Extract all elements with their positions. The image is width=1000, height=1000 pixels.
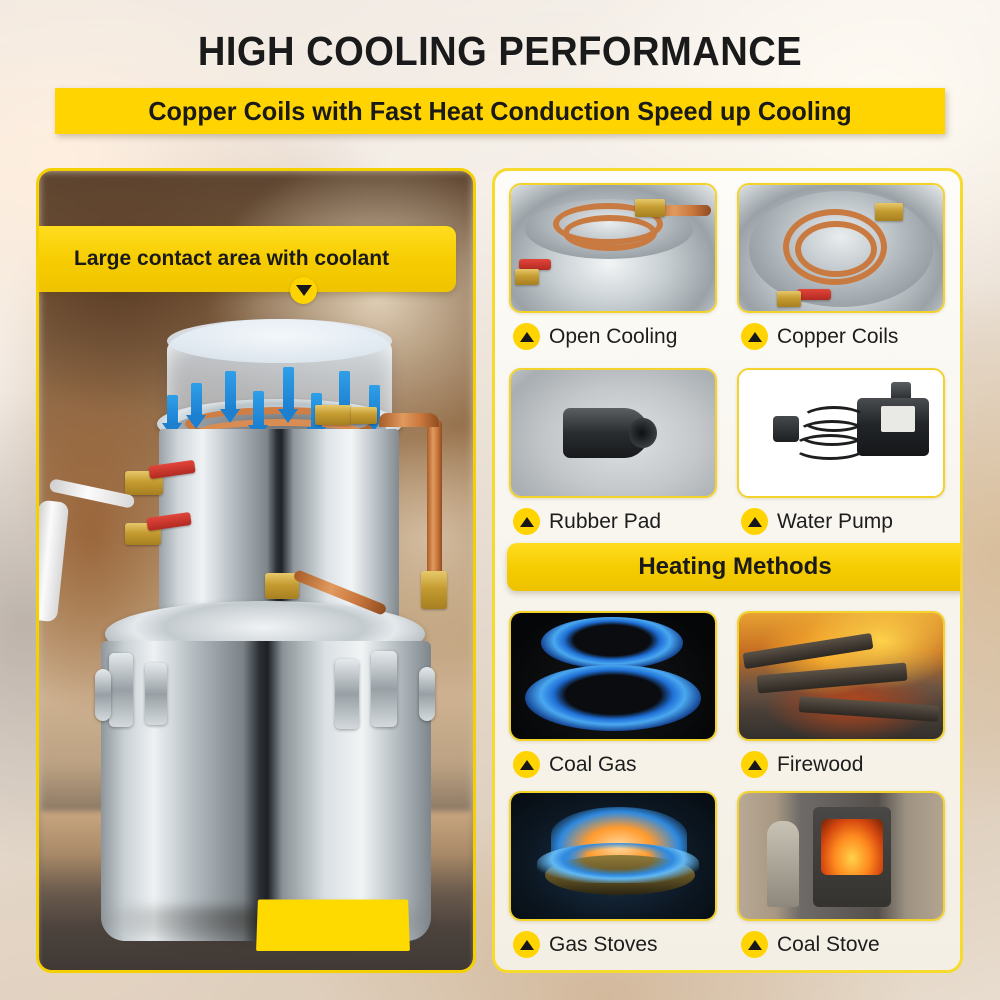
coolant-flow-arrow-icon [248, 391, 268, 439]
triangle-up-glyph [747, 939, 762, 950]
pump-outlet-nozzle [891, 382, 911, 402]
triangle-down-badge-icon [290, 277, 317, 304]
heating-card-gas-stoves[interactable]: Gas Stoves [509, 791, 717, 958]
triangle-up-glyph [747, 331, 762, 342]
coolant-cylinder-top [167, 319, 392, 363]
side-handle-icon [95, 669, 111, 721]
feature-label: Water Pump [777, 509, 893, 533]
feature-label: Rubber Pad [549, 509, 662, 533]
lid-clamp-icon [145, 663, 167, 725]
heating-caption-gas-stoves: Gas Stoves [509, 931, 717, 958]
copper-coil-icon [563, 215, 657, 251]
triangle-down-glyph [295, 285, 312, 296]
feature-caption-copper-coils: Copper Coils [737, 323, 945, 350]
triangle-up-glyph [519, 759, 534, 770]
triangle-up-badge-icon [741, 323, 768, 350]
copper-coil-icon [795, 221, 877, 277]
red-valve-handle-icon [797, 289, 831, 300]
brass-valve-body-icon [515, 269, 539, 285]
triangle-up-badge-icon [513, 931, 540, 958]
feature-caption-water-pump: Water Pump [737, 508, 945, 535]
rubber-pad-opening [629, 418, 657, 448]
blue-flame-ring-icon [525, 665, 701, 731]
coolant-flow-arrow-icon [220, 371, 240, 423]
features-panel: Open Cooling Copper Coils [492, 168, 963, 973]
feature-card-copper-coils[interactable]: Copper Coils [737, 183, 945, 350]
brass-fitting-icon [635, 199, 665, 217]
copper-outlet-tube [649, 205, 711, 216]
heating-thumb-coal-stove [737, 791, 945, 921]
feature-card-rubber-pad[interactable]: Rubber Pad [509, 368, 717, 535]
feature-label: Open Cooling [549, 324, 678, 348]
triangle-up-badge-icon [741, 751, 768, 778]
lid-clamp-icon [335, 659, 359, 729]
brass-union-icon [421, 571, 447, 609]
brass-fitting-icon [351, 407, 377, 424]
power-cord-icon [793, 434, 867, 460]
triangle-up-badge-icon [741, 931, 768, 958]
heating-card-coal-stove[interactable]: Coal Stove [737, 791, 945, 958]
triangle-up-badge-icon [513, 751, 540, 778]
heating-caption-coal-gas: Coal Gas [509, 751, 717, 778]
heating-methods-title: Heating Methods [638, 553, 832, 580]
heating-thumb-coal-gas [509, 611, 717, 741]
feature-thumb-copper-coils [737, 183, 945, 313]
page-title: HIGH COOLING PERFORMANCE [197, 28, 803, 74]
subtitle-text: Copper Coils with Fast Heat Conduction S… [148, 95, 852, 126]
heating-label: Coal Gas [549, 752, 637, 776]
feature-thumb-water-pump [737, 368, 945, 498]
triangle-up-badge-icon [741, 508, 768, 535]
lid-clamp-icon [371, 651, 397, 727]
feature-card-open-cooling[interactable]: Open Cooling [509, 183, 717, 350]
heating-caption-firewood: Firewood [737, 751, 945, 778]
triangle-up-glyph [747, 516, 762, 527]
heating-caption-coal-stove: Coal Stove [737, 931, 945, 958]
feature-label: Copper Coils [777, 324, 899, 348]
heating-label: Firewood [777, 752, 864, 776]
heating-label: Gas Stoves [549, 932, 658, 956]
coolant-flow-arrow-icon [162, 395, 182, 437]
brass-fitting-icon [875, 203, 903, 221]
lid-clamp-icon [109, 653, 133, 727]
coolant-flow-arrow-icon [186, 383, 206, 429]
coolant-callout-label: Large contact area with coolant [74, 247, 390, 270]
triangle-up-glyph [519, 331, 534, 342]
heating-label: Coal Stove [777, 932, 880, 956]
brass-valve-body-icon [777, 291, 801, 307]
feature-caption-open-cooling: Open Cooling [509, 323, 717, 350]
brass-fitting-icon [315, 405, 351, 425]
product-hero-panel: Large contact area with coolant [36, 168, 476, 973]
coolant-flow-arrow-icon [278, 367, 298, 423]
heating-card-coal-gas[interactable]: Coal Gas [509, 611, 717, 778]
triangle-up-glyph [519, 516, 534, 527]
stove-pipe-icon [767, 821, 799, 907]
side-handle-icon [419, 667, 435, 721]
subtitle-banner: Copper Coils with Fast Heat Conduction S… [55, 88, 945, 134]
triangle-up-glyph [519, 939, 534, 950]
stove-fire-icon [821, 819, 883, 875]
heating-card-firewood[interactable]: Firewood [737, 611, 945, 778]
feature-caption-rubber-pad: Rubber Pad [509, 508, 717, 535]
pump-spec-label [881, 406, 915, 432]
power-plug-icon [773, 416, 799, 442]
heating-thumb-firewood [737, 611, 945, 741]
copper-elbow-tube [379, 413, 439, 427]
product-label-patch [256, 899, 410, 952]
copper-coil-icon [783, 209, 887, 285]
triangle-up-glyph [747, 759, 762, 770]
coolant-callout-banner: Large contact area with coolant [39, 226, 456, 292]
feature-thumb-rubber-pad [509, 368, 717, 498]
blue-flame-ring-icon [537, 843, 699, 883]
product-scene [39, 171, 473, 970]
copper-riser-tube [427, 419, 442, 609]
feature-thumb-open-cooling [509, 183, 717, 313]
heating-methods-banner: Heating Methods [507, 543, 960, 591]
red-valve-handle-icon [519, 259, 551, 270]
blue-flame-ring-icon [541, 617, 683, 669]
feature-card-water-pump[interactable]: Water Pump [737, 368, 945, 535]
triangle-up-badge-icon [513, 508, 540, 535]
heating-thumb-gas-stoves [509, 791, 717, 921]
triangle-up-badge-icon [513, 323, 540, 350]
